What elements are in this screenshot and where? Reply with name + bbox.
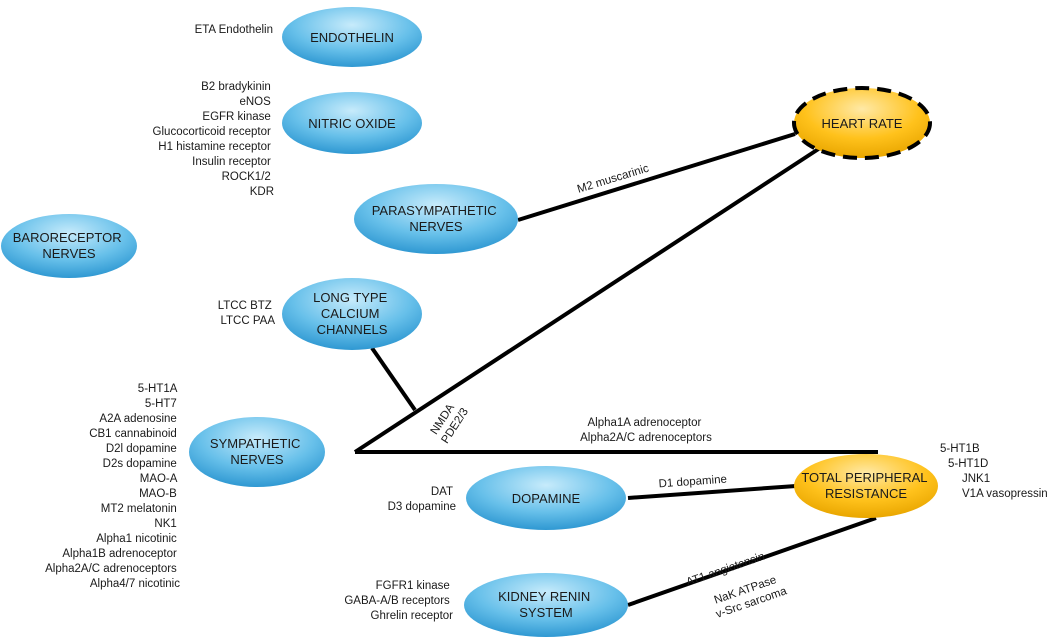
target-item: A2A adenosine [99, 413, 176, 425]
target-item: Glucocorticoid receptor [153, 126, 271, 138]
target-list-dopamine: DAT D3 dopamine [388, 486, 456, 513]
target-item: D2l dopamine [106, 443, 177, 455]
node-calcium-line: CHANNELS [317, 322, 388, 337]
target-item: 5-HT1B [940, 443, 980, 455]
node-kidney-line: KIDNEY RENIN [498, 589, 590, 604]
edge-calcium-channels [370, 346, 417, 412]
node-sympathetic-nerves: SYMPATHETIC NERVES [189, 417, 325, 487]
node-kidney-line: SYSTEM [519, 605, 572, 620]
target-item: MAO-B [139, 488, 177, 500]
node-sympathetic-line: SYMPATHETIC [210, 436, 301, 451]
target-item: KDR [250, 186, 274, 198]
target-item: Insulin receptor [192, 156, 271, 168]
target-list-nitric-oxide: B2 bradykinin eNOS EGFR kinase Glucocort… [153, 81, 274, 198]
target-item: FGFR1 kinase [376, 580, 450, 592]
node-tpr-line: RESISTANCE [825, 486, 907, 501]
node-long-type-calcium-channels: LONG TYPE CALCIUM CHANNELS [282, 278, 422, 350]
target-item: MT2 melatonin [101, 503, 177, 515]
node-heart-rate-line: HEART RATE [822, 116, 903, 131]
node-endothelin-label: ENDOTHELIN [310, 30, 394, 45]
target-item: DAT [431, 486, 453, 498]
target-item: ETA Endothelin [195, 24, 273, 36]
node-parasympathetic-label: PARASYMPATHETIC NERVES [372, 203, 501, 234]
target-item: 5-HT1A [138, 383, 178, 395]
target-item: NK1 [154, 518, 176, 530]
node-tpr-label: TOTAL PERIPHERAL RESISTANCE [801, 470, 930, 501]
target-item: Alpha1 nicotinic [96, 533, 177, 545]
target-list-sympathetic: 5-HT1A 5-HT7 A2A adenosine CB1 cannabino… [45, 383, 180, 590]
target-item: LTCC BTZ [218, 300, 272, 312]
edge-dopamine-tpr [627, 484, 797, 500]
edge-label-d1-dopamine: D1 dopamine [658, 474, 727, 491]
target-item: GABA-A/B receptors [344, 595, 450, 607]
target-item: V1A vasopressin [962, 488, 1048, 500]
target-item: MAO-A [140, 473, 178, 485]
node-tpr-line: TOTAL PERIPHERAL [801, 470, 927, 485]
node-baroreceptor-label: BARORECEPTOR NERVES [13, 230, 125, 261]
node-parasympathetic-nerves: PARASYMPATHETIC NERVES [354, 184, 518, 254]
target-list-kidney: FGFR1 kinase GABA-A/B receptors Ghrelin … [344, 580, 453, 622]
target-item: Alpha4/7 nicotinic [90, 578, 180, 590]
edge-label-kidney: AT1 angiotensin NaK ATPase v-Src sarcoma [685, 547, 789, 626]
target-item: LTCC PAA [220, 315, 275, 327]
node-sympathetic-line: NERVES [230, 452, 284, 467]
node-dopamine-line: DOPAMINE [512, 491, 581, 506]
node-endothelin-line: ENDOTHELIN [310, 30, 394, 45]
node-kidney-renin-system: KIDNEY RENIN SYSTEM [464, 573, 628, 637]
node-heart-rate: HEART RATE [792, 86, 932, 160]
node-baroreceptor-line: BARORECEPTOR [13, 230, 122, 245]
node-endothelin: ENDOTHELIN [282, 7, 422, 67]
target-item: EGFR kinase [202, 111, 270, 123]
edge-parasympathetic-heart-rate [517, 132, 796, 222]
target-item: D3 dopamine [388, 501, 456, 513]
node-dopamine: DOPAMINE [466, 466, 626, 530]
node-kidney-label: KIDNEY RENIN SYSTEM [498, 589, 594, 620]
target-list-tpr: 5-HT1B 5-HT1D JNK1 V1A vasopressin [940, 443, 1048, 500]
target-item: 5-HT1D [948, 458, 988, 470]
edge-label-alpha: Alpha1A adrenoceptor Alpha2A/C adrenocep… [580, 417, 712, 444]
node-parasympathetic-line: NERVES [409, 219, 463, 234]
node-nitric-oxide-line: NITRIC OXIDE [308, 116, 396, 131]
target-item: Alpha2A/C adrenoceptors [45, 563, 177, 575]
target-item: CB1 cannabinoid [89, 428, 177, 440]
target-item: D2s dopamine [103, 458, 177, 470]
target-item: ROCK1/2 [222, 171, 271, 183]
edge-label-nmda: NMDA PDE2/3 [428, 398, 471, 445]
edge-label-line: Alpha2A/C adrenoceptors [580, 432, 712, 444]
target-item: Alpha1B adrenoceptor [62, 548, 177, 560]
target-item: JNK1 [962, 473, 990, 485]
target-item: Ghrelin receptor [371, 610, 454, 622]
edge-label-line: Alpha1A adrenoceptor [587, 417, 701, 429]
target-list-endothelin: ETA Endothelin [195, 24, 273, 36]
target-item: H1 histamine receptor [158, 141, 271, 153]
node-total-peripheral-resistance: TOTAL PERIPHERAL RESISTANCE [794, 454, 938, 518]
edge-label-line: D1 dopamine [658, 474, 727, 491]
node-nitric-oxide-label: NITRIC OXIDE [308, 116, 396, 131]
node-nitric-oxide: NITRIC OXIDE [282, 92, 422, 154]
target-item: 5-HT7 [145, 398, 177, 410]
node-parasympathetic-line: PARASYMPATHETIC [372, 203, 497, 218]
node-heart-rate-label: HEART RATE [822, 116, 903, 131]
node-sympathetic-label: SYMPATHETIC NERVES [210, 436, 304, 467]
edge-sympathetic-heart-rate [353, 146, 822, 454]
node-calcium-label: LONG TYPE CALCIUM CHANNELS [313, 290, 391, 337]
node-dopamine-label: DOPAMINE [512, 491, 581, 506]
node-baroreceptor-nerves: BARORECEPTOR NERVES [1, 214, 137, 278]
node-calcium-line: CALCIUM [321, 306, 380, 321]
edge-kidney-tpr [627, 516, 877, 607]
target-list-calcium: LTCC BTZ LTCC PAA [218, 300, 276, 327]
target-item: eNOS [239, 96, 271, 108]
node-baroreceptor-line: NERVES [42, 246, 96, 261]
node-calcium-line: LONG TYPE [313, 290, 388, 305]
target-item: B2 bradykinin [201, 81, 271, 93]
